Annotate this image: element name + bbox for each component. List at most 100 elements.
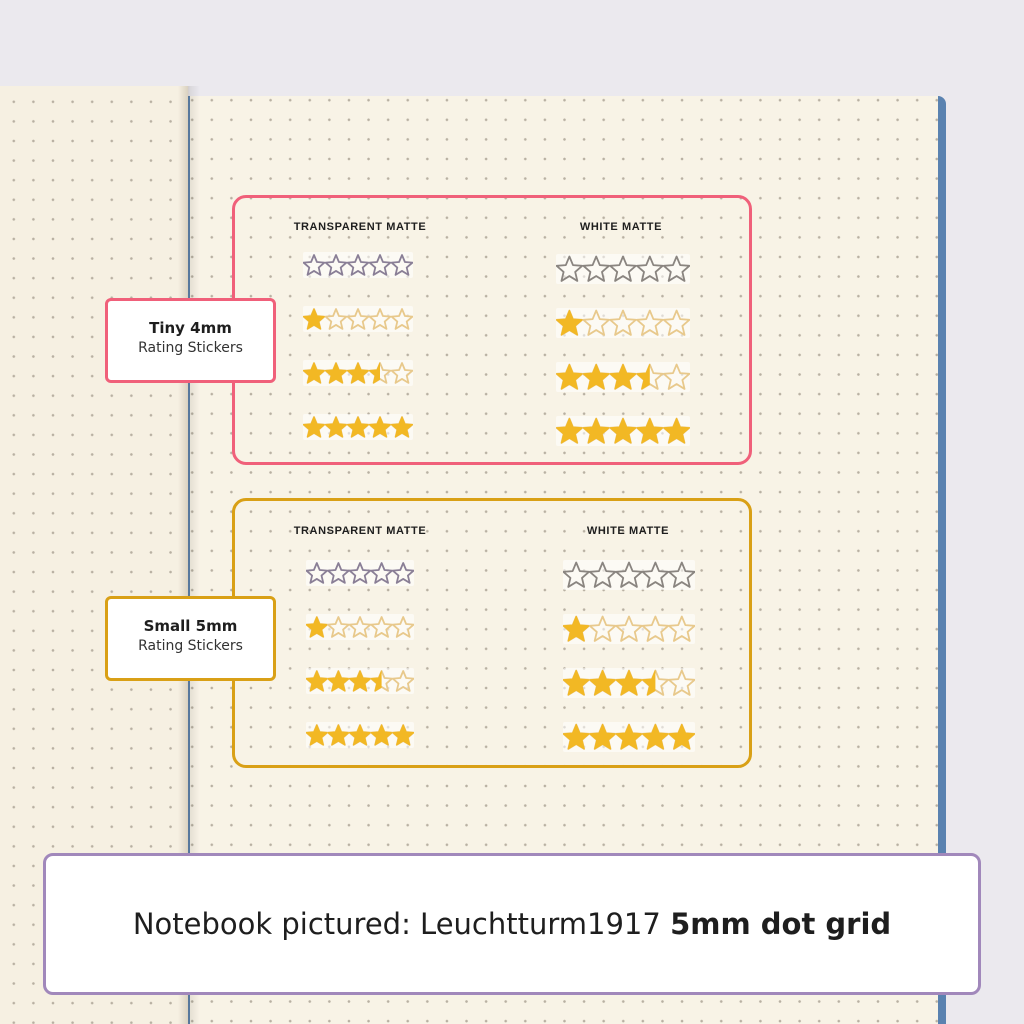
- star-fill: [556, 363, 583, 390]
- star-fill: [303, 416, 326, 438]
- star-fill: [346, 416, 370, 438]
- star-fill: [668, 723, 695, 750]
- star-fill: [392, 724, 414, 746]
- caption-prefix: Notebook pictured: Leuchtturm1917: [132, 907, 671, 941]
- small-transparent-rating-sticker: [306, 668, 414, 694]
- star-row: [303, 416, 413, 438]
- small-label-subtitle: Rating Stickers: [138, 638, 243, 654]
- star-fill: [370, 724, 393, 746]
- star-icon: [668, 561, 695, 588]
- small-white-rating-sticker: [563, 614, 695, 644]
- tiny-col-white-heading: WHITE MATTE: [579, 221, 663, 233]
- star-fill: [589, 669, 617, 696]
- star-fill: [636, 363, 650, 390]
- star-icon: [588, 561, 617, 588]
- star-fill: [324, 416, 348, 438]
- star-fill: [641, 669, 656, 696]
- small-col-white-heading: WHITE MATTE: [586, 525, 670, 537]
- star-row: [556, 417, 690, 444]
- small-white-rating-sticker: [563, 668, 695, 698]
- star-fill: [346, 362, 370, 384]
- star-fill: [641, 723, 669, 750]
- star-fill: [556, 417, 583, 444]
- star-icon: [391, 616, 414, 638]
- star-row: [563, 561, 695, 588]
- star-icon: [390, 308, 413, 330]
- tiny-rating-stickers-label: Tiny 4mm Rating Stickers: [105, 298, 276, 383]
- star-fill: [306, 724, 328, 746]
- star-fill: [589, 723, 617, 750]
- star-icon: [327, 616, 350, 638]
- star-icon: [368, 254, 392, 276]
- small-transparent-rating-sticker: [306, 614, 414, 640]
- star-fill: [348, 724, 372, 746]
- star-icon: [662, 309, 690, 336]
- caption-emphasis: 5mm dot grid: [670, 907, 892, 941]
- star-row: [556, 309, 690, 336]
- star-fill: [563, 615, 590, 642]
- star-icon: [324, 308, 348, 330]
- star-fill: [663, 417, 690, 444]
- star-fill: [306, 616, 328, 638]
- star-fill: [306, 670, 328, 692]
- star-icon: [324, 254, 348, 276]
- star-fill: [390, 416, 413, 438]
- star-icon: [588, 615, 617, 642]
- star-icon: [615, 561, 643, 588]
- star-icon: [582, 255, 610, 282]
- small-transparent-rating-sticker: [306, 560, 414, 586]
- small-white-rating-sticker: [563, 722, 695, 752]
- star-row: [563, 723, 695, 750]
- star-icon: [390, 254, 413, 276]
- star-icon: [609, 255, 637, 282]
- tiny-transparent-rating-sticker: [303, 252, 413, 278]
- star-icon: [662, 255, 690, 282]
- tiny-white-rating-sticker: [556, 416, 690, 446]
- star-icon: [609, 309, 637, 336]
- star-row: [306, 562, 414, 584]
- star-icon: [636, 309, 664, 336]
- star-fill: [348, 670, 372, 692]
- star-icon: [641, 561, 670, 588]
- star-fill: [636, 417, 664, 444]
- star-icon: [370, 616, 393, 638]
- star-fill: [303, 362, 326, 384]
- star-icon: [641, 615, 670, 642]
- star-row: [303, 254, 413, 276]
- star-fill: [303, 308, 326, 330]
- star-icon: [668, 615, 695, 642]
- star-icon: [662, 363, 690, 390]
- star-fill: [615, 669, 643, 696]
- star-fill: [368, 362, 380, 384]
- star-icon: [582, 309, 610, 336]
- star-icon: [306, 562, 329, 584]
- star-fill: [370, 670, 382, 692]
- star-fill: [609, 363, 637, 390]
- star-row: [306, 670, 414, 692]
- star-row: [306, 616, 414, 638]
- star-icon: [370, 562, 393, 584]
- star-row: [303, 362, 413, 384]
- small-col-transparent-heading: TRANSPARENT MATTE: [293, 525, 427, 537]
- star-fill: [563, 669, 590, 696]
- tiny-white-rating-sticker: [556, 362, 690, 392]
- star-fill: [615, 723, 643, 750]
- tiny-label-subtitle: Rating Stickers: [138, 340, 243, 356]
- tiny-white-rating-sticker: [556, 254, 690, 284]
- star-icon: [368, 308, 392, 330]
- star-fill: [368, 416, 392, 438]
- tiny-label-title: Tiny 4mm: [149, 319, 232, 337]
- star-row: [556, 255, 690, 282]
- star-fill: [324, 362, 348, 384]
- star-icon: [556, 255, 584, 282]
- star-row: [563, 615, 695, 642]
- star-icon: [391, 562, 414, 584]
- tiny-white-rating-sticker: [556, 308, 690, 338]
- star-row: [563, 669, 695, 696]
- small-label-title: Small 5mm: [143, 617, 238, 635]
- star-icon: [668, 669, 695, 696]
- tiny-transparent-rating-sticker: [303, 306, 413, 332]
- star-icon: [348, 562, 372, 584]
- star-icon: [391, 670, 414, 692]
- star-row: [556, 363, 690, 390]
